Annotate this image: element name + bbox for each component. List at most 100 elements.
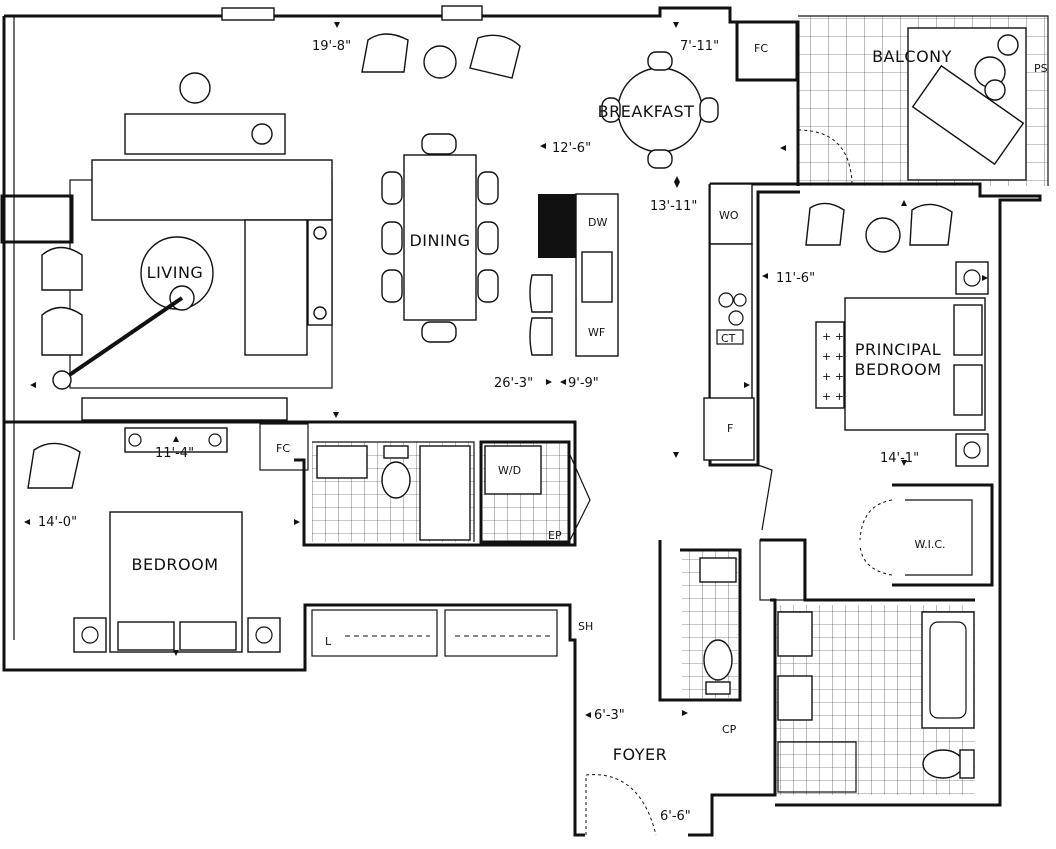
wic-walls <box>892 483 994 587</box>
bedroom-pillow-1 <box>117 621 175 651</box>
arrow-21 <box>173 650 179 656</box>
ps-label: PS <box>1034 62 1048 75</box>
lamp-icon-6 <box>208 433 222 447</box>
wic-door-swing-2 <box>859 544 893 576</box>
island-sink <box>581 251 613 303</box>
dining-chair-1 <box>381 171 403 205</box>
dining-chair-2 <box>381 221 403 255</box>
arrow-7 <box>546 379 552 385</box>
principal-pillow-2 <box>953 364 983 416</box>
bath-1-toilet-tank <box>383 445 409 459</box>
sh-label: SH <box>578 620 593 633</box>
balcony-stool <box>997 34 1019 56</box>
bedroom-closet-2 <box>444 609 558 657</box>
balcony-lounger <box>911 64 1025 166</box>
ct-label: CT <box>721 332 736 345</box>
arrow-19 <box>744 382 750 388</box>
fc2-box <box>259 423 309 471</box>
arrow-18 <box>30 382 36 388</box>
wic-door-swing <box>859 499 893 541</box>
arrow-17 <box>333 412 339 418</box>
bedroom-south-wall <box>2 603 585 837</box>
lamp-icon-5 <box>128 433 142 447</box>
arrow-16 <box>673 452 679 458</box>
dim-breakfast-depth: 13'-11" <box>650 199 697 214</box>
wd-label: W/D <box>498 464 521 477</box>
fan-coil-box <box>735 20 799 82</box>
kitchen-island <box>529 193 619 357</box>
wo-label: WO <box>719 209 739 222</box>
dining-chair-7 <box>421 133 457 155</box>
bedroom-chair <box>27 442 81 489</box>
fridge <box>703 397 755 461</box>
breakfast-table <box>601 51 719 169</box>
ensuite-toilet <box>922 749 964 779</box>
wic-interior <box>859 499 973 576</box>
fc2-label: FC <box>276 442 290 455</box>
dw-label: DW <box>588 216 607 229</box>
side-table <box>423 45 457 79</box>
wic-shelving <box>905 499 973 576</box>
breakfast-chair-s <box>647 149 673 169</box>
lamp-icon-7 <box>81 626 99 644</box>
counter-run <box>709 243 753 400</box>
powder-sink <box>699 557 737 583</box>
doors <box>569 129 853 836</box>
powder-room-wall <box>658 540 742 702</box>
bench-pattern: + + <box>822 330 844 343</box>
sectional-back <box>91 159 333 221</box>
west-column <box>0 194 74 244</box>
principal-door <box>757 464 773 531</box>
floor-lamp <box>179 72 211 104</box>
bedroom-label: BEDROOM <box>131 555 218 574</box>
arrow-22 <box>780 145 786 151</box>
accent-chair-2 <box>41 306 83 356</box>
balcony-furniture <box>907 27 1027 181</box>
fireplace-ledge <box>81 397 288 421</box>
shower <box>777 741 857 793</box>
dining-label: DINING <box>409 231 470 250</box>
wall-oven <box>709 183 753 245</box>
bedroom-top-wall <box>4 420 577 547</box>
linen-label: L <box>325 635 332 648</box>
sectional-chaise <box>244 219 308 356</box>
console-lamp <box>251 123 273 145</box>
washer-dryer <box>484 445 542 495</box>
lamp-base <box>52 370 72 390</box>
dim-foyer-depth: 6'-6" <box>660 809 691 824</box>
bathtub <box>921 611 975 729</box>
balcony-label: BALCONY <box>872 47 952 66</box>
laundry-walls <box>479 440 571 544</box>
ensuite-fixtures <box>777 611 975 793</box>
arrow-14 <box>585 712 591 718</box>
arrow-4 <box>674 176 680 182</box>
principal-furniture: + + + + + + + + <box>805 202 989 467</box>
nightstand-2 <box>955 433 989 467</box>
bath-1-toilet <box>381 461 411 499</box>
breakfast-chair-e <box>699 97 719 123</box>
ensuite-toilet-tank <box>959 749 975 779</box>
dim-kitchen-width: 9'-9" <box>568 376 599 391</box>
breakfast-chair-n <box>647 51 673 71</box>
principal-bedroom-label-2: BEDROOM <box>854 360 941 379</box>
bar-stool-2 <box>529 317 553 356</box>
bedroom-furniture <box>27 427 558 657</box>
north-window-2 <box>441 5 483 21</box>
fixture-labels: FC FC DW WF WO CT F W/D EP L SH CP PS <box>276 42 1048 736</box>
arrow-11 <box>294 519 300 525</box>
principal-chair-1 <box>805 202 845 246</box>
kitchen-counter <box>703 183 755 461</box>
bedroom-nightstand-1 <box>73 617 107 653</box>
foyer-label: FOYER <box>613 745 667 764</box>
bar-stool-1 <box>529 274 553 313</box>
balcony-door-swing <box>797 129 853 185</box>
dim-dining-depth: 12'-6" <box>552 141 591 156</box>
principal-pillow-1 <box>953 304 983 356</box>
arrow-6 <box>762 273 768 279</box>
bench-pattern-3: + + <box>822 370 844 383</box>
entry-door-swing <box>585 774 657 836</box>
lamp-icon <box>313 226 327 240</box>
lamp-icon-2 <box>313 306 327 320</box>
linen-closet <box>759 539 805 601</box>
dim-bedroom-width: 11'-4" <box>155 446 194 461</box>
